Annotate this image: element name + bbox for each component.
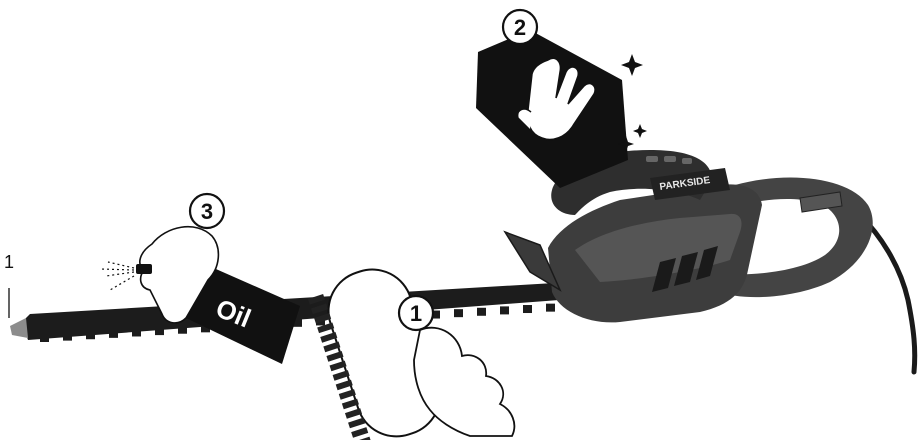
bristle [348,418,365,429]
sparkle-icon [621,54,643,76]
blade-tooth [40,334,49,342]
blade-tooth [132,328,141,336]
spray-mist-icon [100,262,134,290]
part-label-1: 1 [4,252,14,318]
step-3-number: 3 [201,199,213,224]
blade-tooth [178,326,187,334]
blade-tooth [63,333,72,341]
blade-tooth [546,304,555,312]
blade-tooth [109,330,118,338]
step-1-brush: 1 [305,259,515,440]
step-1-number: 1 [410,301,422,326]
blade-tooth [454,309,463,317]
sparkle-icon [633,124,647,138]
bristle [333,370,350,381]
cutting-blade [10,280,612,342]
bristle [336,380,353,391]
bristle [351,427,368,438]
step-3-oil: Oil 3 [100,194,300,364]
bristle [323,342,340,353]
bristle [345,408,362,419]
step-2-cloth: 2 [476,10,647,188]
blade-tooth [155,327,164,335]
bristle [326,351,343,362]
spray-nozzle [136,264,152,274]
blade-tooth [523,305,532,313]
blade-tooth [500,306,509,314]
bristle [339,389,356,400]
blade-tooth [86,331,95,339]
bristle [330,361,347,372]
part-label-text: 1 [4,252,14,272]
step-2-number: 2 [514,15,526,40]
bristle [320,332,337,343]
blade-tooth [477,308,486,316]
bristle [354,437,371,440]
bristle [342,399,359,410]
